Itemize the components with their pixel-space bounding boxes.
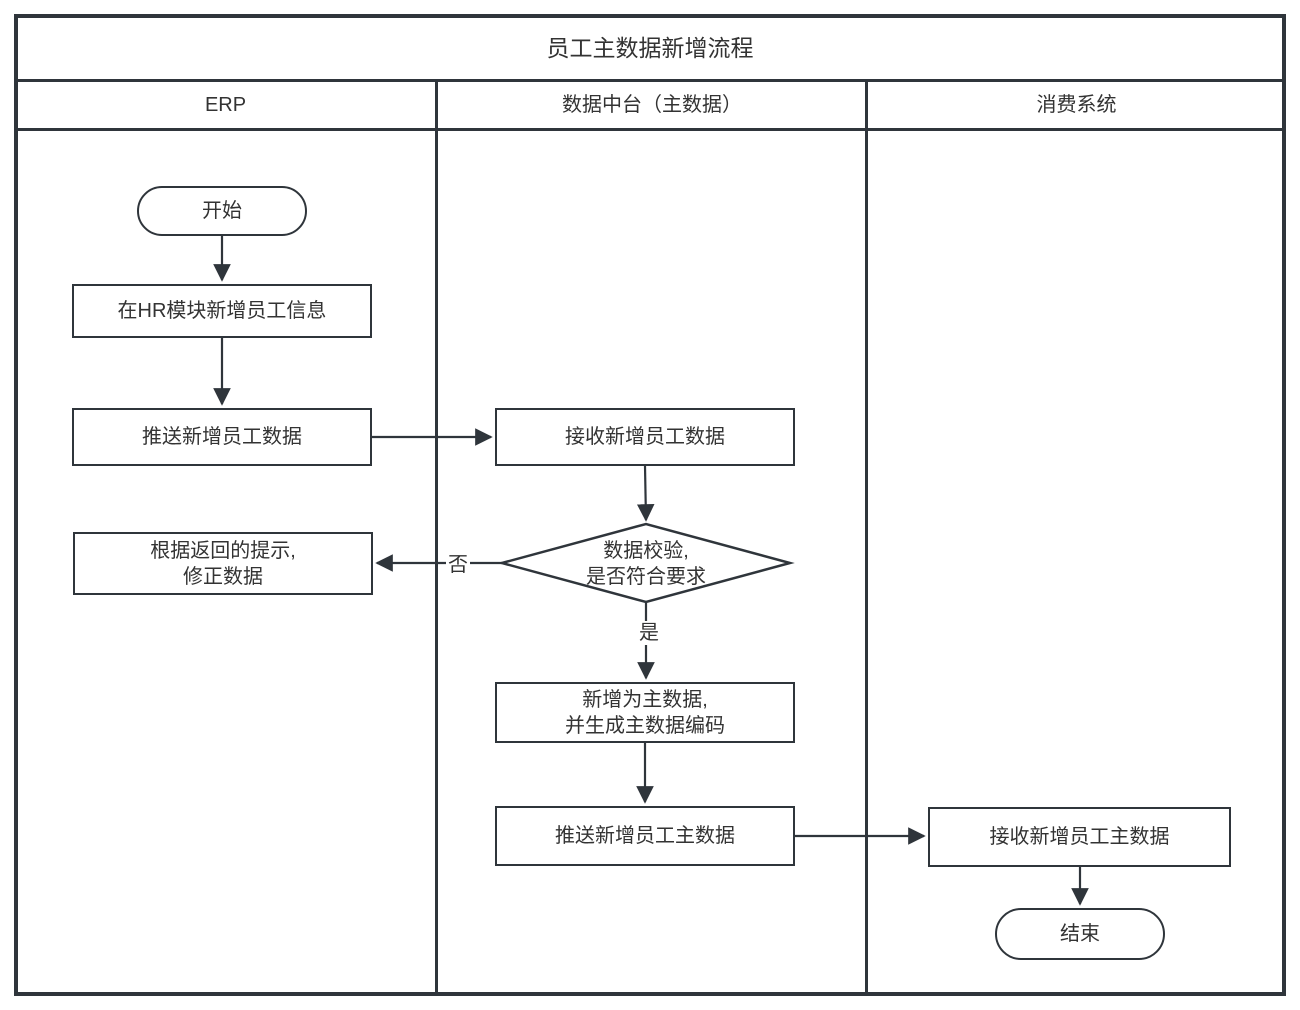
- lane-divider-2: [865, 79, 868, 996]
- diagram-border: [14, 14, 1286, 996]
- decision-diamond-shape: [497, 522, 795, 604]
- process-receive-new-node: 接收新增员工数据: [495, 408, 795, 466]
- process-create-master-line2: 并生成主数据编码: [565, 714, 725, 737]
- process-push-new-node: 推送新增员工数据: [72, 408, 372, 466]
- end-node: 结束: [995, 908, 1165, 960]
- arrow-receive-to-validate: [636, 465, 655, 522]
- decision-validate-line1: 数据校验,: [603, 539, 689, 562]
- edge-label-no: 否: [446, 553, 470, 577]
- start-node: 开始: [137, 186, 307, 236]
- start-node-label: 开始: [202, 200, 242, 222]
- process-hr-add-label: 在HR模块新增员工信息: [117, 300, 327, 322]
- lane-header-erp: ERP: [204, 94, 247, 116]
- title-separator-line: [14, 79, 1286, 82]
- lane-header-consumer: 消费系统: [1036, 94, 1117, 116]
- lane-header-data-platform: 数据中台（主数据）: [562, 94, 742, 116]
- decision-validate-line2: 是否符合要求: [586, 565, 706, 588]
- process-receive-master-label: 接收新增员工主数据: [989, 826, 1170, 848]
- process-hr-add-node: 在HR模块新增员工信息: [72, 284, 372, 338]
- process-receive-master-node: 接收新增员工主数据: [928, 807, 1231, 867]
- process-fix-line2: 修正数据: [183, 565, 263, 588]
- process-fix-line1: 根据返回的提示,: [150, 539, 296, 562]
- process-push-new-label: 推送新增员工数据: [142, 426, 302, 448]
- decision-validate-node: 数据校验, 是否符合要求: [502, 524, 790, 603]
- process-push-master-label: 推送新增员工主数据: [555, 825, 735, 847]
- process-fix-node: 根据返回的提示, 修正数据: [73, 532, 373, 595]
- process-create-master-line1: 新增为主数据,: [582, 688, 708, 711]
- process-receive-new-label: 接收新增员工数据: [565, 426, 725, 448]
- diagram-title: 员工主数据新增流程: [546, 35, 754, 61]
- edge-label-yes: 是: [637, 621, 661, 645]
- lane-divider-1: [435, 79, 438, 996]
- process-create-master-node: 新增为主数据, 并生成主数据编码: [495, 682, 795, 743]
- lane-header-separator-line: [14, 128, 1286, 131]
- end-node-label: 结束: [1060, 923, 1100, 945]
- process-push-master-node: 推送新增员工主数据: [495, 806, 795, 866]
